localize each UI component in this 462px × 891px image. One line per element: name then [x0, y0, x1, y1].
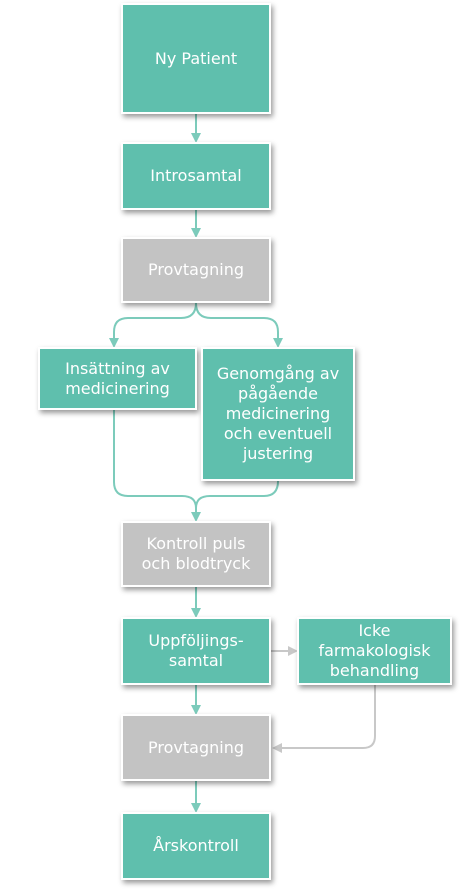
node-genomgang: Genomgång av pågående medicinering och e…	[201, 347, 355, 481]
node-insattning: Insättning av medicinering	[38, 347, 197, 410]
arrow-icke-to-provtagning	[272, 685, 376, 753]
node-introsamtal-label: Introsamtal	[150, 166, 242, 185]
node-provtagning-2-label: Provtagning	[148, 737, 244, 757]
node-insattning-label: Insättning av medicinering	[65, 358, 170, 398]
connector-genomgang-merge	[195, 480, 279, 509]
connector-insattning-merge	[113, 410, 201, 522]
node-provtagning-1-label: Provtagning	[148, 260, 244, 279]
node-kontroll: Kontroll puls och blodtryck	[121, 521, 271, 587]
node-ny-patient-label: Ny Patient	[154, 48, 238, 68]
node-arskontroll: Årskontroll	[121, 812, 271, 880]
arrow-provtagning-to-genomgang	[195, 302, 283, 348]
node-provtagning-2: Provtagning	[121, 714, 271, 781]
node-genomgang-label: Genomgång av pågående medicinering och e…	[216, 364, 340, 463]
node-icke-farmakologisk-label: Icke farmakologisk behandling	[318, 621, 431, 680]
node-arskontroll-label: Årskontroll	[153, 836, 239, 855]
node-provtagning-1: Provtagning	[121, 237, 271, 303]
node-uppfoljning-label: Uppföljings- samtal	[148, 631, 244, 670]
node-ny-patient: Ny Patient	[121, 3, 271, 114]
node-icke-farmakologisk: Icke farmakologisk behandling	[297, 617, 452, 685]
node-introsamtal: Introsamtal	[121, 142, 271, 210]
arrow-provtagning-to-insattning	[109, 302, 197, 348]
node-kontroll-label: Kontroll puls och blodtryck	[141, 534, 251, 573]
node-uppfoljning: Uppföljings- samtal	[121, 617, 271, 685]
